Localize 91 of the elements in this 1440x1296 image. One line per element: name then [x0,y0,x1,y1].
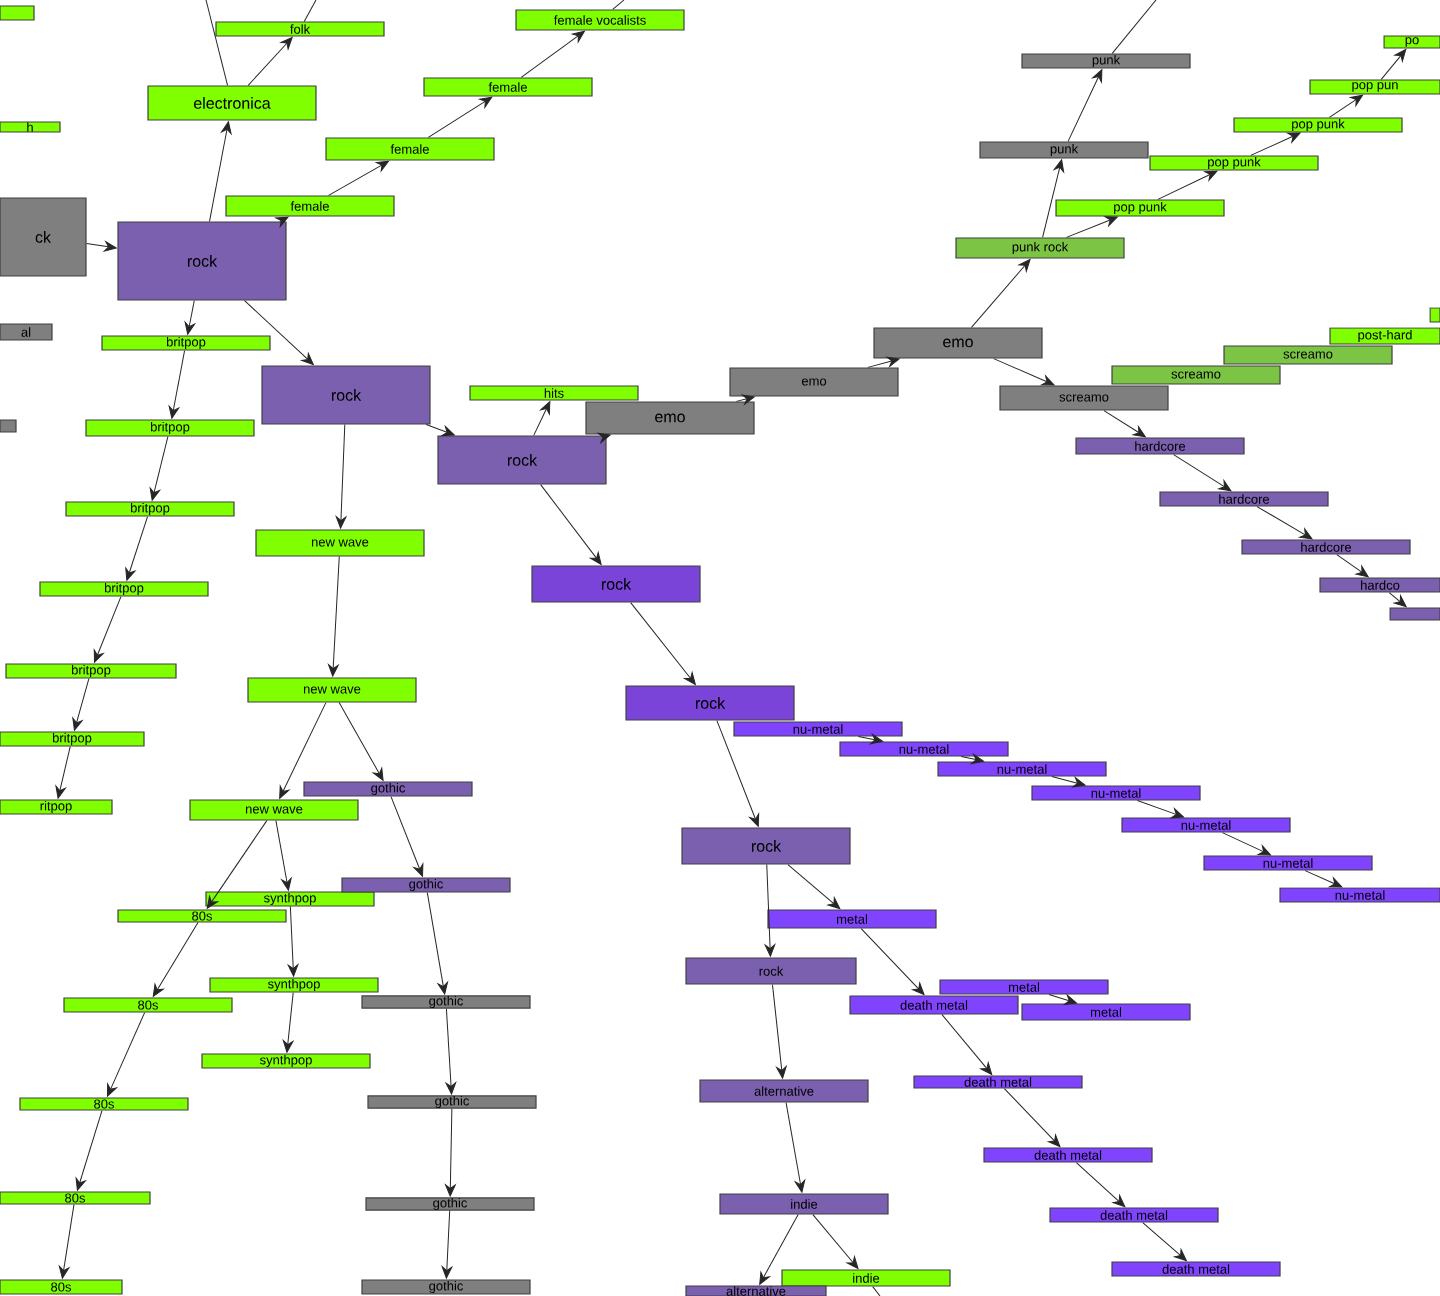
line [303,0,317,22]
arrow [1066,216,1118,238]
genre-box: rock [437,435,607,485]
arrow [630,602,696,685]
arrow [1157,170,1218,200]
arrow [1042,159,1065,238]
arrow [1051,776,1086,788]
genre-box: emo [585,401,755,435]
arrow [275,820,292,891]
arrow [540,484,602,565]
bar [1389,607,1440,621]
arrow [86,241,117,252]
bar [0,5,35,21]
genre-box: rock [117,221,287,301]
arrow [1103,410,1146,438]
arrow [597,432,611,444]
arrow [149,436,169,501]
arrow [716,720,760,827]
arrow [1003,1088,1061,1147]
arrow [244,300,314,366]
arrow [1380,49,1407,80]
arrow [970,259,1031,328]
arrow [328,160,390,196]
genre-box: ck [0,197,87,277]
arrow [812,1214,859,1269]
arrow [785,1102,806,1193]
line [872,1286,881,1296]
arrow [764,864,776,957]
arrow [445,1108,456,1197]
arrow [860,928,925,995]
arrow [960,753,985,765]
arrow [279,702,327,799]
line [205,0,229,86]
arrow [1388,592,1407,608]
arrow [93,596,122,663]
arrow [275,216,289,228]
arrow [787,864,841,910]
arrow [1221,832,1271,856]
genre-box: emo [873,327,1043,359]
arrow [338,702,384,781]
line [612,0,625,10]
bar [0,419,17,433]
arrow [1075,1162,1126,1208]
arrow [209,121,232,222]
arrow [1304,870,1343,888]
arrow [282,992,294,1053]
arrow [328,556,340,677]
arrow [58,1204,75,1279]
arrow [287,906,299,977]
arrow [857,733,883,745]
arrow [75,1110,103,1191]
arrow [1142,1222,1187,1262]
arrow [184,300,196,335]
arrow [1048,994,1078,1005]
genre-box: rock [531,565,701,603]
arrow [441,1210,453,1279]
arrow [247,37,293,86]
line [1111,0,1157,54]
arrow [445,1008,457,1095]
arrow [335,424,347,529]
arrow [206,820,268,909]
arrow [390,796,424,877]
arrow [1136,800,1184,819]
arrow [55,746,71,799]
genre-box: rock [625,685,795,721]
arrow [168,350,186,419]
genre-box: rock [261,365,431,425]
arrow [1328,94,1364,118]
genre-box: rock [681,827,851,865]
arrow [1250,132,1301,156]
arrow [941,1014,993,1075]
genre-box: electronica [147,85,317,121]
bar [1429,307,1440,323]
arrow [125,516,149,581]
arrow [426,892,448,995]
arrow [735,394,755,405]
arrow [759,1214,799,1285]
arrow [425,424,455,437]
arrow [72,678,90,731]
arrow [1067,69,1103,142]
arrow [1256,506,1313,540]
arrow [993,358,1055,386]
arrow [1336,554,1369,578]
arrow [533,401,551,436]
arrow [152,922,199,997]
arrow [772,984,787,1079]
arrow [427,96,493,138]
arrow [1173,454,1232,492]
arrow [520,30,585,78]
arrow [867,356,900,368]
arrow [106,1012,146,1097]
